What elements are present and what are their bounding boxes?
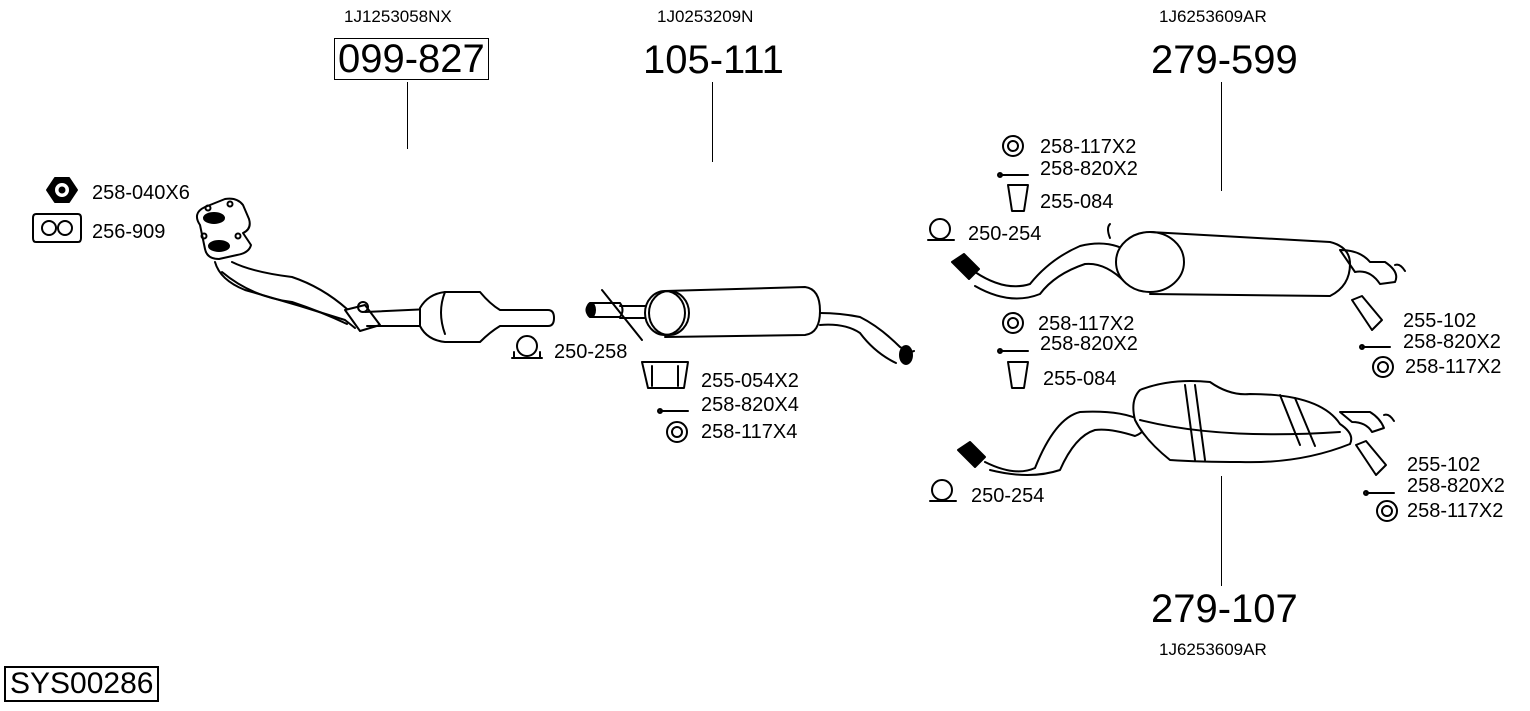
part-number-rear-silencer-1[interactable]: 279-599: [1151, 38, 1298, 82]
accessory-label[interactable]: 258-820X2: [1040, 333, 1138, 355]
bolt-icon: [1363, 490, 1395, 496]
accessory-label[interactable]: 255-102: [1407, 454, 1481, 476]
leader-line-rear-silencer-2: [1221, 476, 1222, 586]
rear-silencer-2-drawing[interactable]: [957, 380, 1395, 476]
nut-icon: [46, 177, 78, 203]
middle-silencer-drawing[interactable]: [585, 286, 915, 365]
part-number-rear-silencer-2[interactable]: 279-107: [1151, 587, 1298, 631]
accessory-label[interactable]: 258-040X6: [92, 182, 190, 204]
accessory-label[interactable]: 255-102: [1403, 310, 1477, 332]
washer-icon: [666, 421, 688, 443]
part-number-front-pipe[interactable]: 099-827: [334, 38, 489, 80]
bolt-icon: [997, 348, 1029, 354]
bolt-icon: [1359, 344, 1391, 350]
oem-number-middle-silencer: 1J0253209N: [657, 7, 754, 26]
clamp-icon: [929, 479, 957, 502]
accessory-label[interactable]: 258-820X2: [1403, 331, 1501, 353]
accessory-label[interactable]: 258-117X2: [1405, 356, 1502, 378]
hanger-icon: [1007, 361, 1029, 389]
bolt-icon: [997, 172, 1029, 178]
gasket-icon: [32, 213, 82, 243]
bracket-icon: [1351, 295, 1383, 331]
leader-line-rear-silencer-1: [1221, 82, 1222, 191]
clamp-icon: [511, 335, 543, 359]
bracket-icon: [1355, 440, 1387, 476]
accessory-label[interactable]: 250-258: [554, 341, 628, 363]
oem-number-front-pipe: 1J1253058NX: [344, 7, 452, 26]
washer-icon: [1372, 356, 1394, 378]
hanger-icon: [1007, 184, 1029, 212]
washer-icon: [1002, 135, 1024, 157]
clamp-icon: [927, 218, 955, 241]
bolt-icon: [657, 408, 689, 414]
accessory-label[interactable]: 258-820X4: [701, 394, 799, 416]
accessory-label[interactable]: 258-117X2: [1038, 313, 1135, 335]
part-number-middle-silencer[interactable]: 105-111: [643, 38, 784, 82]
accessory-label[interactable]: 255-084: [1043, 368, 1117, 390]
accessory-label[interactable]: 258-117X2: [1407, 500, 1504, 522]
front-pipe-catalyst-drawing[interactable]: [195, 197, 555, 343]
oem-number-rear-silencer-1: 1J6253609AR: [1159, 7, 1267, 26]
accessory-label[interactable]: 255-054X2: [701, 370, 799, 392]
accessory-label[interactable]: 250-254: [971, 485, 1045, 507]
rubber-mount-icon: [641, 361, 689, 389]
leader-line-front-pipe: [407, 82, 408, 149]
system-code: SYS00286: [4, 666, 160, 702]
accessory-label[interactable]: 258-117X4: [701, 421, 798, 443]
accessory-label[interactable]: 256-909: [92, 221, 166, 243]
accessory-label[interactable]: 258-820X2: [1040, 158, 1138, 180]
accessory-label[interactable]: 258-820X2: [1407, 475, 1505, 497]
rear-silencer-1-drawing[interactable]: [951, 223, 1406, 300]
accessory-label[interactable]: 250-254: [968, 223, 1042, 245]
accessory-label[interactable]: 258-117X2: [1040, 136, 1137, 158]
washer-icon: [1376, 500, 1398, 522]
washer-icon: [1002, 312, 1024, 334]
oem-number-rear-silencer-2: 1J6253609AR: [1159, 640, 1267, 659]
accessory-label[interactable]: 255-084: [1040, 191, 1114, 213]
leader-line-middle-silencer: [712, 82, 713, 162]
